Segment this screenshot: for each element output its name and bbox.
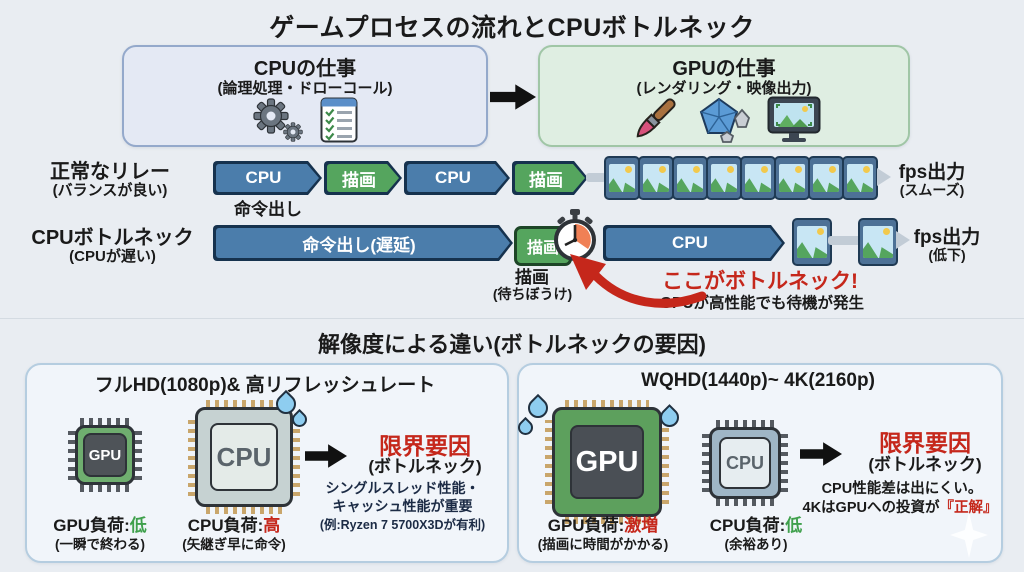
limit-desc-line1: シングルスレッド性能・ [325, 480, 480, 496]
gpu-chip-label: GPU [88, 446, 122, 464]
cpu-chip-icon: CPU [188, 400, 300, 514]
desc-text: 4KはGPUへの投資が [802, 500, 940, 516]
stopwatch-icon [554, 209, 596, 261]
checklist-icon [320, 97, 358, 143]
flow-arrow-icon [490, 84, 536, 110]
desc-highlight: 『正解』 [939, 500, 998, 516]
fps-output-label: fps出力 [898, 162, 966, 183]
cpu-load-left: CPU負荷:高 [170, 511, 298, 536]
gpu-load-label: GPU負荷: [547, 516, 625, 535]
polygons-icon [699, 97, 751, 143]
segment-label: CPU [245, 168, 282, 187]
segment-label: 描画 [529, 170, 563, 190]
paintbrush-icon [636, 98, 676, 138]
segment-label: 命令出し(遅延) [302, 235, 416, 255]
cpu-chip-label: CPU [725, 452, 764, 473]
gpu-load-value: 激増 [624, 516, 659, 535]
frame-icon [604, 156, 640, 200]
cpu-load-value: 高 [263, 516, 281, 535]
draw-box-label: 描画 [526, 240, 559, 257]
cpu-load-label: CPU負荷: [187, 516, 264, 535]
cpu-chip-icon: CPU [702, 420, 788, 506]
gpu-chip-icon: GPU [545, 400, 669, 524]
limit-desc-line1-right: CPU性能差は出にくい。 [821, 481, 983, 497]
cpu-load-sub-left: (矢継ぎ早に命令) [182, 537, 286, 552]
frame-icon [792, 218, 832, 266]
bottleneck-cpu-arrow: CPU [603, 225, 785, 261]
normal-relay-label: 正常なリレー [50, 161, 170, 183]
gpu-load-sub-left: (一瞬で終わる) [55, 537, 145, 552]
cpu-chip-label: CPU [216, 441, 272, 472]
cpu-box-title: CPUの仕事 [253, 58, 357, 80]
gpu-work-box: GPUの仕事 (レンダリング・映像出力) [538, 45, 910, 147]
fps-output-label-low: fps出力 [913, 227, 981, 248]
command-caption: 命令出し [234, 200, 302, 219]
relay-segment-draw-1: 描画 [324, 161, 402, 195]
gpu-box-title: GPUの仕事 [672, 58, 776, 80]
relay-segment-cpu-1: CPU [213, 161, 322, 195]
bottleneck-callout-title: ここがボトルネック! [662, 270, 858, 293]
relay-segment-draw-2: 描画 [512, 161, 588, 195]
fullhd-panel-title: フルHD(1080p)& 高リフレッシュレート [94, 375, 436, 396]
frame-icon [808, 156, 844, 200]
frame-icon [638, 156, 674, 200]
cpu-work-box: CPUの仕事 (論理処理・ドローコール) [122, 45, 488, 147]
command-delay-arrow: 命令出し(遅延) [213, 225, 513, 261]
gpu-load-sub-right: (描画に時間がかかる) [537, 537, 669, 552]
segment-label: CPU [435, 168, 471, 187]
connector-line [828, 236, 862, 245]
gpu-load-right: GPU負荷:激増 [528, 511, 678, 536]
wait-caption: 描画 [515, 268, 549, 287]
cpu-load-label: CPU負荷: [709, 516, 786, 535]
bottleneck-label: CPUボトルネック [31, 227, 194, 249]
limit-desc-line2: キャッシュ性能が重要 [332, 498, 473, 514]
gpu-load-left: GPU負荷:低 [38, 511, 162, 536]
gpu-box-subtitle: (レンダリング・映像出力) [636, 80, 812, 97]
relay-segment-cpu-2: CPU [404, 161, 510, 195]
bottleneck-pointer-arrow-icon [570, 254, 707, 308]
cpu-load-sub-right: (余裕あり) [724, 537, 788, 552]
bottleneck-sublabel: (CPUが遅い) [69, 248, 156, 265]
monitor-icon [767, 96, 821, 142]
segment-label: 描画 [342, 170, 376, 190]
wait-caption-sub: (待ちぼうけ) [492, 286, 573, 302]
connector-arrow-icon [877, 168, 891, 186]
resolution-section-title: 解像度による違い(ボトルネックの要因) [318, 332, 706, 357]
normal-relay-sublabel: (バランスが良い) [52, 182, 168, 199]
gpu-load-value: 低 [129, 516, 147, 535]
section-divider [0, 318, 1024, 319]
cpu-load-right: CPU負荷:低 [692, 511, 820, 536]
fps-output-sublabel-low: (低下) [928, 247, 966, 263]
segment-label: CPU [672, 233, 708, 252]
gears-icon [253, 98, 303, 142]
fps-output-sublabel: (スムーズ) [899, 182, 965, 198]
frame-icon [858, 218, 898, 266]
frame-icon [842, 156, 878, 200]
page-title: ゲームプロセスの流れとCPUボトルネック [269, 14, 755, 42]
connector-arrow-icon [896, 231, 910, 249]
limit-desc-line2-right: 4KはGPUへの投資が『正解』 [796, 496, 1004, 517]
gpu-load-label: GPU負荷: [53, 516, 130, 535]
cpu-box-subtitle: (論理処理・ドローコール) [217, 80, 393, 97]
connector-line [586, 173, 606, 182]
bottleneck-callout-sub: GPUが高性能でも待機が発生 [659, 295, 865, 312]
frame-icon [740, 156, 776, 200]
limit-sub-right: (ボトルネック) [868, 455, 982, 474]
gpu-chip-label: GPU [575, 445, 639, 478]
wqhd-panel-title: WQHD(1440p)~ 4K(2160p) [641, 370, 875, 391]
frame-icon [672, 156, 708, 200]
limit-title-right: 限界要因 [879, 430, 971, 456]
limit-desc-line3: (例:Ryzen 7 5700X3Dが有利) [319, 518, 486, 532]
cpu-load-value: 低 [785, 516, 803, 535]
frame-icon [706, 156, 742, 200]
limit-sub-left: (ボトルネック) [368, 457, 482, 476]
frame-icon [774, 156, 810, 200]
gpu-chip-icon: GPU [68, 418, 142, 492]
limit-title-left: 限界要因 [379, 433, 471, 459]
